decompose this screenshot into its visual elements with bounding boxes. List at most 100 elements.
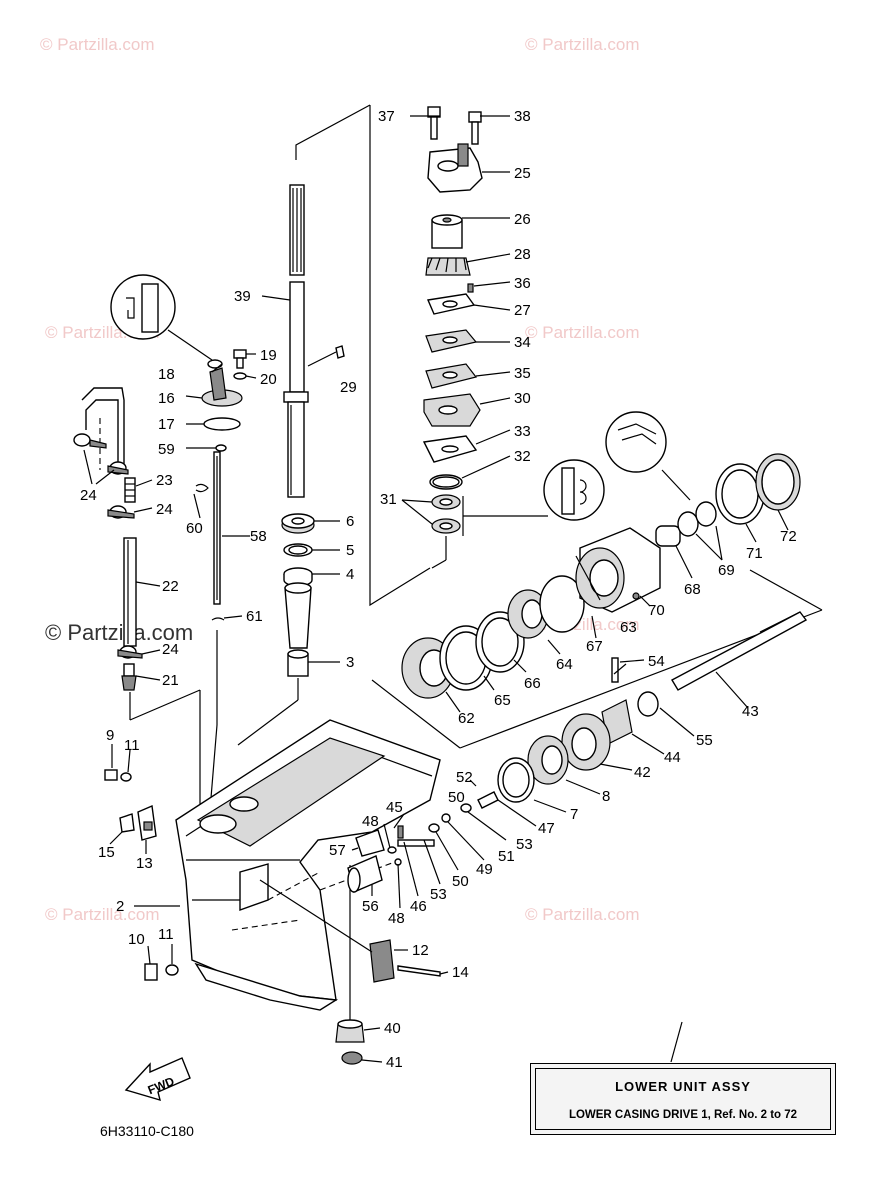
part-label: 70: [648, 602, 665, 619]
part-label: 8: [602, 788, 610, 805]
part-label: 40: [384, 1020, 401, 1037]
title-box: LOWER UNIT ASSY LOWER CASING DRIVE 1, Re…: [530, 1063, 836, 1135]
watermark-text: © Partzilla.com: [525, 323, 640, 342]
water-pump-assembly: [422, 106, 605, 569]
part-label: 31: [380, 491, 397, 508]
part-label: 68: [684, 581, 701, 598]
part-label: 11: [124, 737, 140, 754]
part-label: 12: [412, 942, 429, 959]
part-label: 3: [346, 654, 354, 671]
part-label: 33: [514, 423, 531, 440]
part-label: 53: [516, 836, 533, 853]
watermark-group: © Partzilla.com © Partzilla.com © Partzi…: [40, 35, 640, 924]
part-label: 66: [524, 675, 541, 692]
gear-assembly: [371, 411, 823, 803]
watermark-text: © Partzilla.com: [525, 35, 640, 54]
part-label: 48: [388, 910, 405, 927]
part-label: 52: [456, 769, 473, 786]
part-label: 64: [556, 656, 573, 673]
part-label: 43: [742, 703, 759, 720]
part-label: 23: [156, 472, 173, 489]
part-label: 37: [378, 108, 395, 125]
part-label: 62: [458, 710, 475, 727]
part-label: 56: [362, 898, 379, 915]
leader-lines: [83, 115, 789, 1063]
part-label: 63: [620, 619, 637, 636]
part-label: 60: [186, 520, 203, 537]
watermark-main: © Partzilla.com: [45, 620, 193, 645]
part-label: 41: [386, 1054, 403, 1071]
lower-casing: [175, 719, 441, 1011]
part-label: 45: [386, 799, 403, 816]
part-label: 53: [430, 886, 447, 903]
watermark-text: © Partzilla.com: [525, 905, 640, 924]
part-label: 71: [746, 545, 763, 562]
part-label: 21: [162, 672, 179, 689]
part-label: 5: [346, 542, 354, 559]
part-number-labels: 37 38 25 26 28 36 27 34 35 30 33 32 31 3…: [80, 108, 797, 1071]
part-label: 58: [250, 528, 267, 545]
part-label: 34: [514, 334, 531, 351]
watermark-text: © Partzilla.com: [40, 35, 155, 54]
part-label: 48: [362, 813, 379, 830]
part-label: 35: [514, 365, 531, 382]
title-box-frame: LOWER UNIT ASSY LOWER CASING DRIVE 1, Re…: [535, 1068, 831, 1130]
part-label: 61: [246, 608, 263, 625]
part-label: 15: [98, 844, 115, 861]
part-label: 17: [158, 416, 175, 433]
part-label: 24: [162, 641, 179, 658]
part-label: 30: [514, 390, 531, 407]
part-label: 16: [158, 390, 175, 407]
part-label: 19: [260, 347, 277, 364]
part-label: 13: [136, 855, 153, 872]
part-label: 32: [514, 448, 531, 465]
part-label: 27: [514, 302, 531, 319]
part-label: 9: [106, 727, 114, 744]
driveshaft-assembly: [237, 104, 431, 746]
part-label: 25: [514, 165, 531, 182]
part-label: 50: [448, 789, 465, 806]
part-label: 47: [538, 820, 555, 837]
shift-assembly: [73, 274, 247, 811]
part-label: 55: [696, 732, 713, 749]
part-label: 22: [162, 578, 179, 595]
part-label: 36: [514, 275, 531, 292]
watermark-text: © Partzilla.com: [45, 905, 160, 924]
drawing-code: 6H33110-C180: [100, 1123, 194, 1139]
part-label: 26: [514, 211, 531, 228]
part-label: 24: [156, 501, 173, 518]
part-label: 42: [634, 764, 651, 781]
part-label: 59: [158, 441, 175, 458]
shift-plunger-parts: [347, 791, 499, 893]
part-label: 44: [664, 749, 681, 766]
assembly-reference: LOWER CASING DRIVE 1, Ref. No. 2 to 72: [568, 1109, 798, 1121]
part-label: 72: [780, 528, 797, 545]
part-label: 20: [260, 371, 277, 388]
part-label: 7: [570, 806, 578, 823]
part-label: 57: [329, 842, 346, 859]
part-label: 50: [452, 873, 469, 890]
part-label: 54: [648, 653, 665, 670]
part-label: 6: [346, 513, 354, 530]
part-label: 18: [158, 366, 175, 383]
part-label: 69: [718, 562, 735, 579]
assembly-name: LOWER UNIT ASSY: [615, 1079, 751, 1094]
part-label: 10: [128, 931, 145, 948]
part-label: 2: [116, 898, 124, 915]
part-label: 38: [514, 108, 531, 125]
part-label: 39: [234, 288, 251, 305]
part-label: 67: [586, 638, 603, 655]
part-label: 14: [452, 964, 469, 981]
part-label: 65: [494, 692, 511, 709]
part-label: 11: [158, 926, 174, 943]
part-label: 29: [340, 379, 357, 396]
casing-hardware: [104, 769, 441, 1102]
part-label: 28: [514, 246, 531, 263]
part-label: 24: [80, 487, 97, 504]
part-label: 51: [498, 848, 515, 865]
part-label: 49: [476, 861, 493, 878]
part-label: 4: [346, 566, 354, 583]
part-label: 46: [410, 898, 427, 915]
